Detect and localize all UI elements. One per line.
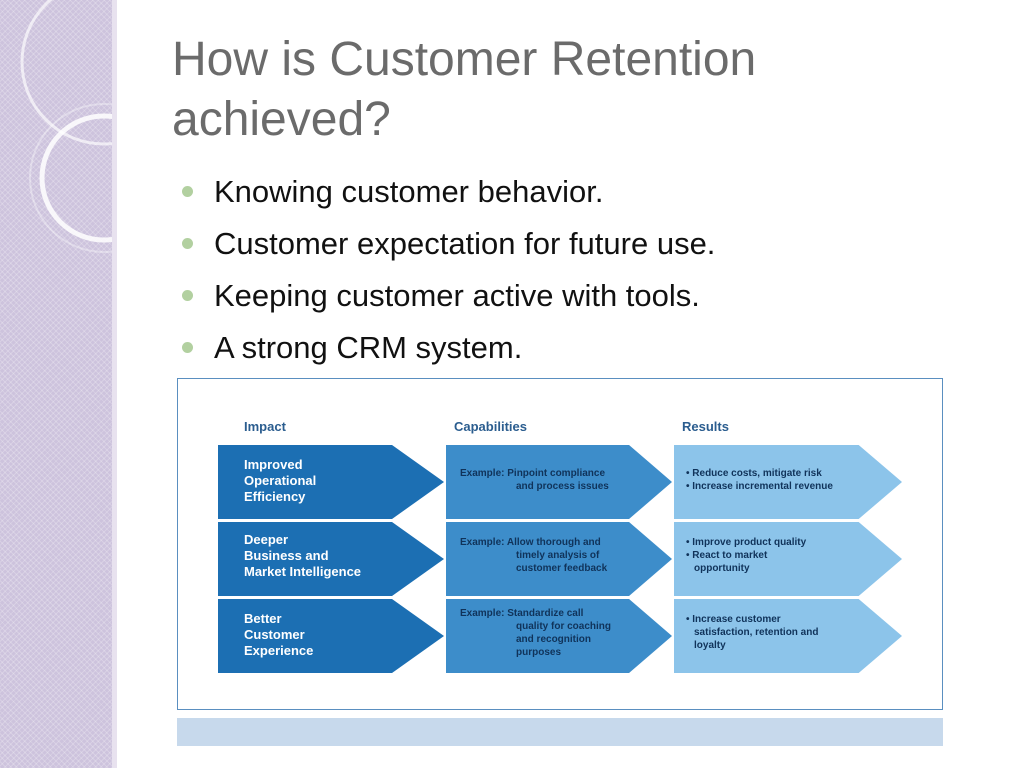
header-impact: Impact (244, 419, 286, 434)
capability-example: Example: Allow thorough and timely analy… (460, 537, 608, 574)
bullet-dot-icon (182, 342, 193, 353)
bullet-dot-icon (182, 186, 193, 197)
result-list: • Improve product quality • React to mar… (686, 537, 807, 574)
retention-diagram: Impact Capabilities Results Improved Ope… (177, 378, 943, 746)
capability-chevron: Example: Allow thorough and timely analy… (446, 522, 672, 596)
capability-chevron: Example: Standardize call quality for co… (446, 599, 672, 673)
decorative-circles (20, 0, 112, 253)
bullet-item: Knowing customer behavior. (182, 166, 715, 218)
bullet-text: Keeping customer active with tools. (214, 278, 700, 313)
bullet-text: A strong CRM system. (214, 330, 523, 365)
impact-label: Improved Operational Efficiency (244, 457, 317, 504)
capability-example: Example: Pinpoint compliance and process… (460, 468, 609, 492)
header-results: Results (682, 419, 729, 434)
bullet-item: A strong CRM system. (182, 322, 715, 374)
result-chevron: • Increase customer satisfaction, retent… (674, 599, 902, 673)
result-chevron: • Reduce costs, mitigate risk • Increase… (674, 445, 902, 519)
impact-chevron: Deeper Business and Market Intelligence (218, 522, 444, 596)
bullet-dot-icon (182, 290, 193, 301)
header-capabilities: Capabilities (454, 419, 527, 434)
decorative-side-band (0, 0, 112, 768)
impact-label: Deeper Business and Market Intelligence (244, 532, 362, 579)
impact-chevron: Improved Operational Efficiency (218, 445, 444, 519)
bullet-item: Customer expectation for future use. (182, 218, 715, 270)
capability-example: Example: Standardize call quality for co… (460, 608, 612, 658)
diagram-frame: Impact Capabilities Results Improved Ope… (177, 378, 943, 710)
side-divider (112, 0, 117, 768)
result-list: • Reduce costs, mitigate risk • Increase… (686, 468, 833, 492)
bullet-list: Knowing customer behavior. Customer expe… (182, 166, 715, 374)
result-list: • Increase customer satisfaction, retent… (686, 614, 819, 651)
bullet-text: Customer expectation for future use. (214, 226, 716, 261)
capability-chevron: Example: Pinpoint compliance and process… (446, 445, 672, 519)
impact-chevron: Better Customer Experience (218, 599, 444, 673)
bullet-dot-icon (182, 238, 193, 249)
impact-label: Better Customer Experience (244, 611, 314, 658)
bullet-item: Keeping customer active with tools. (182, 270, 715, 322)
bullet-text: Knowing customer behavior. (214, 174, 604, 209)
diagram-footer-bar (177, 718, 943, 746)
slide-title: How is Customer Retention achieved? (172, 33, 757, 146)
result-chevron: • Improve product quality • React to mar… (674, 522, 902, 596)
